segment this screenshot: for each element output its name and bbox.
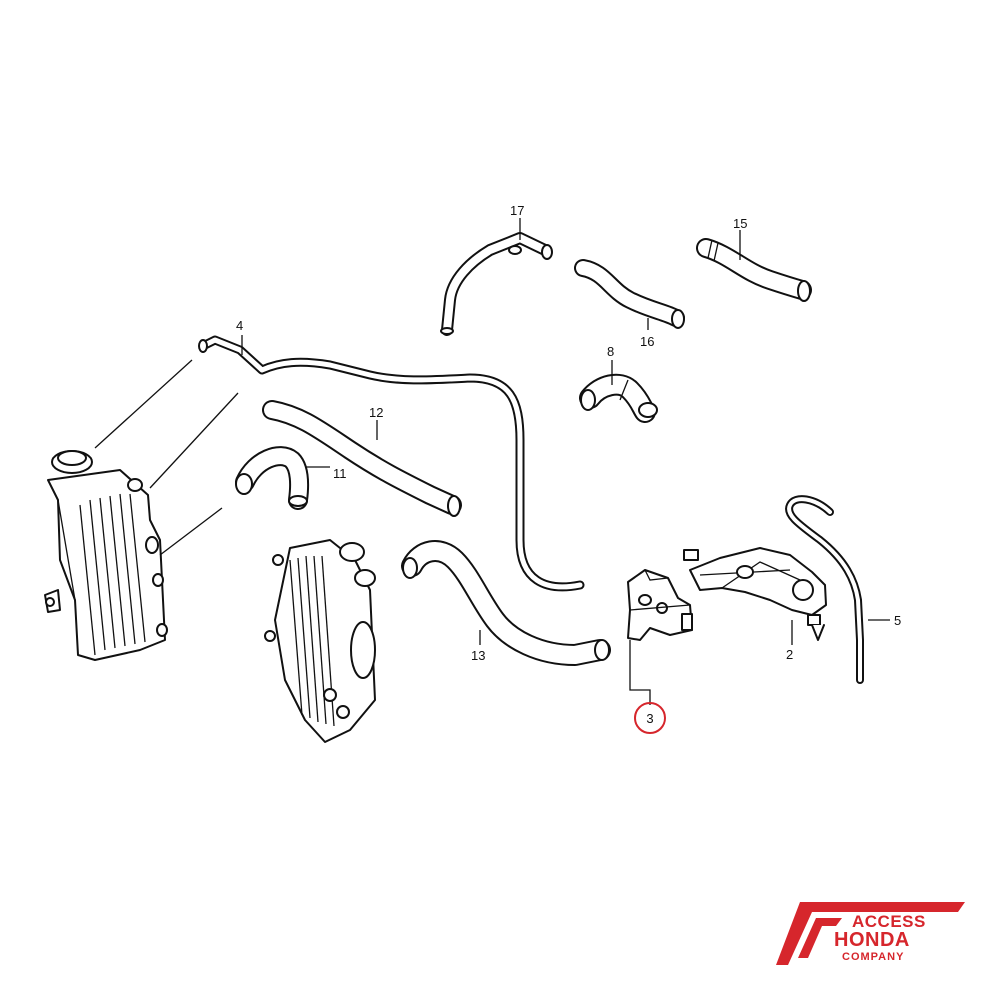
callout-16: 16 [640, 334, 654, 349]
callout-15: 15 [733, 216, 747, 231]
callout-11: 11 [333, 466, 347, 481]
callout-3: 3 [646, 711, 653, 726]
hose-15[interactable] [696, 238, 812, 302]
logo-line-access: ACCESS [852, 912, 926, 931]
logo-line-honda: HONDA [834, 929, 910, 951]
hose-4[interactable] [198, 335, 585, 592]
radiator-center[interactable] [264, 539, 376, 743]
leader-lines [94, 218, 890, 705]
callout-3-highlight[interactable]: 3 [634, 702, 666, 734]
bracket-part-3[interactable] [627, 569, 693, 641]
hose-16[interactable] [574, 259, 685, 329]
logo-line-company: COMPANY [842, 951, 904, 963]
hose-17[interactable] [440, 232, 553, 336]
callout-8: 8 [607, 344, 614, 359]
callout-12: 12 [369, 405, 383, 420]
callout-13: 13 [471, 648, 485, 663]
callout-17: 17 [510, 203, 524, 218]
hose-8[interactable] [579, 373, 658, 423]
highlight-ring [634, 702, 666, 734]
callout-5: 5 [894, 613, 901, 628]
callout-2: 2 [786, 647, 793, 662]
hose-13[interactable] [401, 540, 611, 666]
callout-4: 4 [236, 318, 243, 333]
thermostat-assembly-part-2[interactable] [683, 547, 827, 641]
logo-mark-inner [798, 918, 842, 958]
logo-mark [776, 902, 965, 965]
hose-12[interactable] [262, 400, 462, 517]
hose-11[interactable] [235, 446, 310, 510]
hose-5[interactable] [785, 495, 864, 684]
access-honda-logo: ACCESS HONDA COMPANY [776, 902, 965, 965]
radiator-left[interactable] [44, 450, 168, 661]
